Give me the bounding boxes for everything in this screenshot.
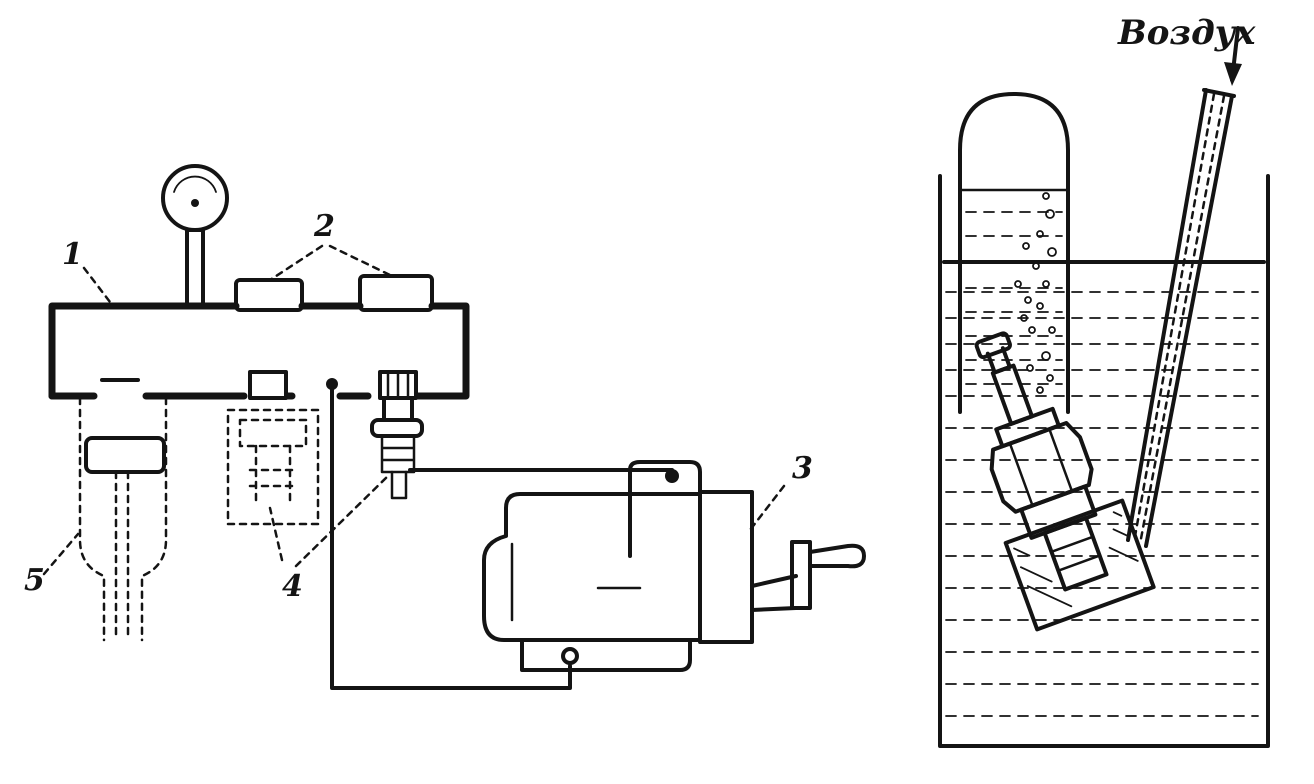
lower-plug-middle [226, 370, 320, 526]
upper-plug-right [358, 274, 434, 312]
liquid-hatching [945, 291, 1259, 717]
callout-2: 2 [313, 209, 335, 244]
callout-1: 1 [62, 237, 83, 272]
callout-3: 3 [792, 451, 813, 486]
pressure-gauge [161, 164, 229, 308]
pressure-chamber [48, 302, 470, 400]
air-arrow [1224, 26, 1242, 86]
upper-plug-left [234, 278, 304, 312]
vessel [938, 174, 1270, 748]
callout-5: 5 [24, 563, 45, 598]
inverted-tube [958, 92, 1070, 414]
test-apparatus: 1 2 3 4 5 [24, 164, 866, 690]
wiring [330, 382, 674, 690]
lower-socket [78, 396, 168, 642]
lower-plug-right [370, 370, 424, 500]
air-tube [1126, 88, 1236, 548]
leak-test-bath: Воздух [938, 13, 1270, 748]
magneto [482, 460, 866, 672]
callout-4: 4 [282, 569, 303, 604]
callout-leaders [42, 244, 786, 576]
tilted-spark-plug [974, 331, 1156, 632]
air-label: Воздух [1117, 13, 1256, 53]
